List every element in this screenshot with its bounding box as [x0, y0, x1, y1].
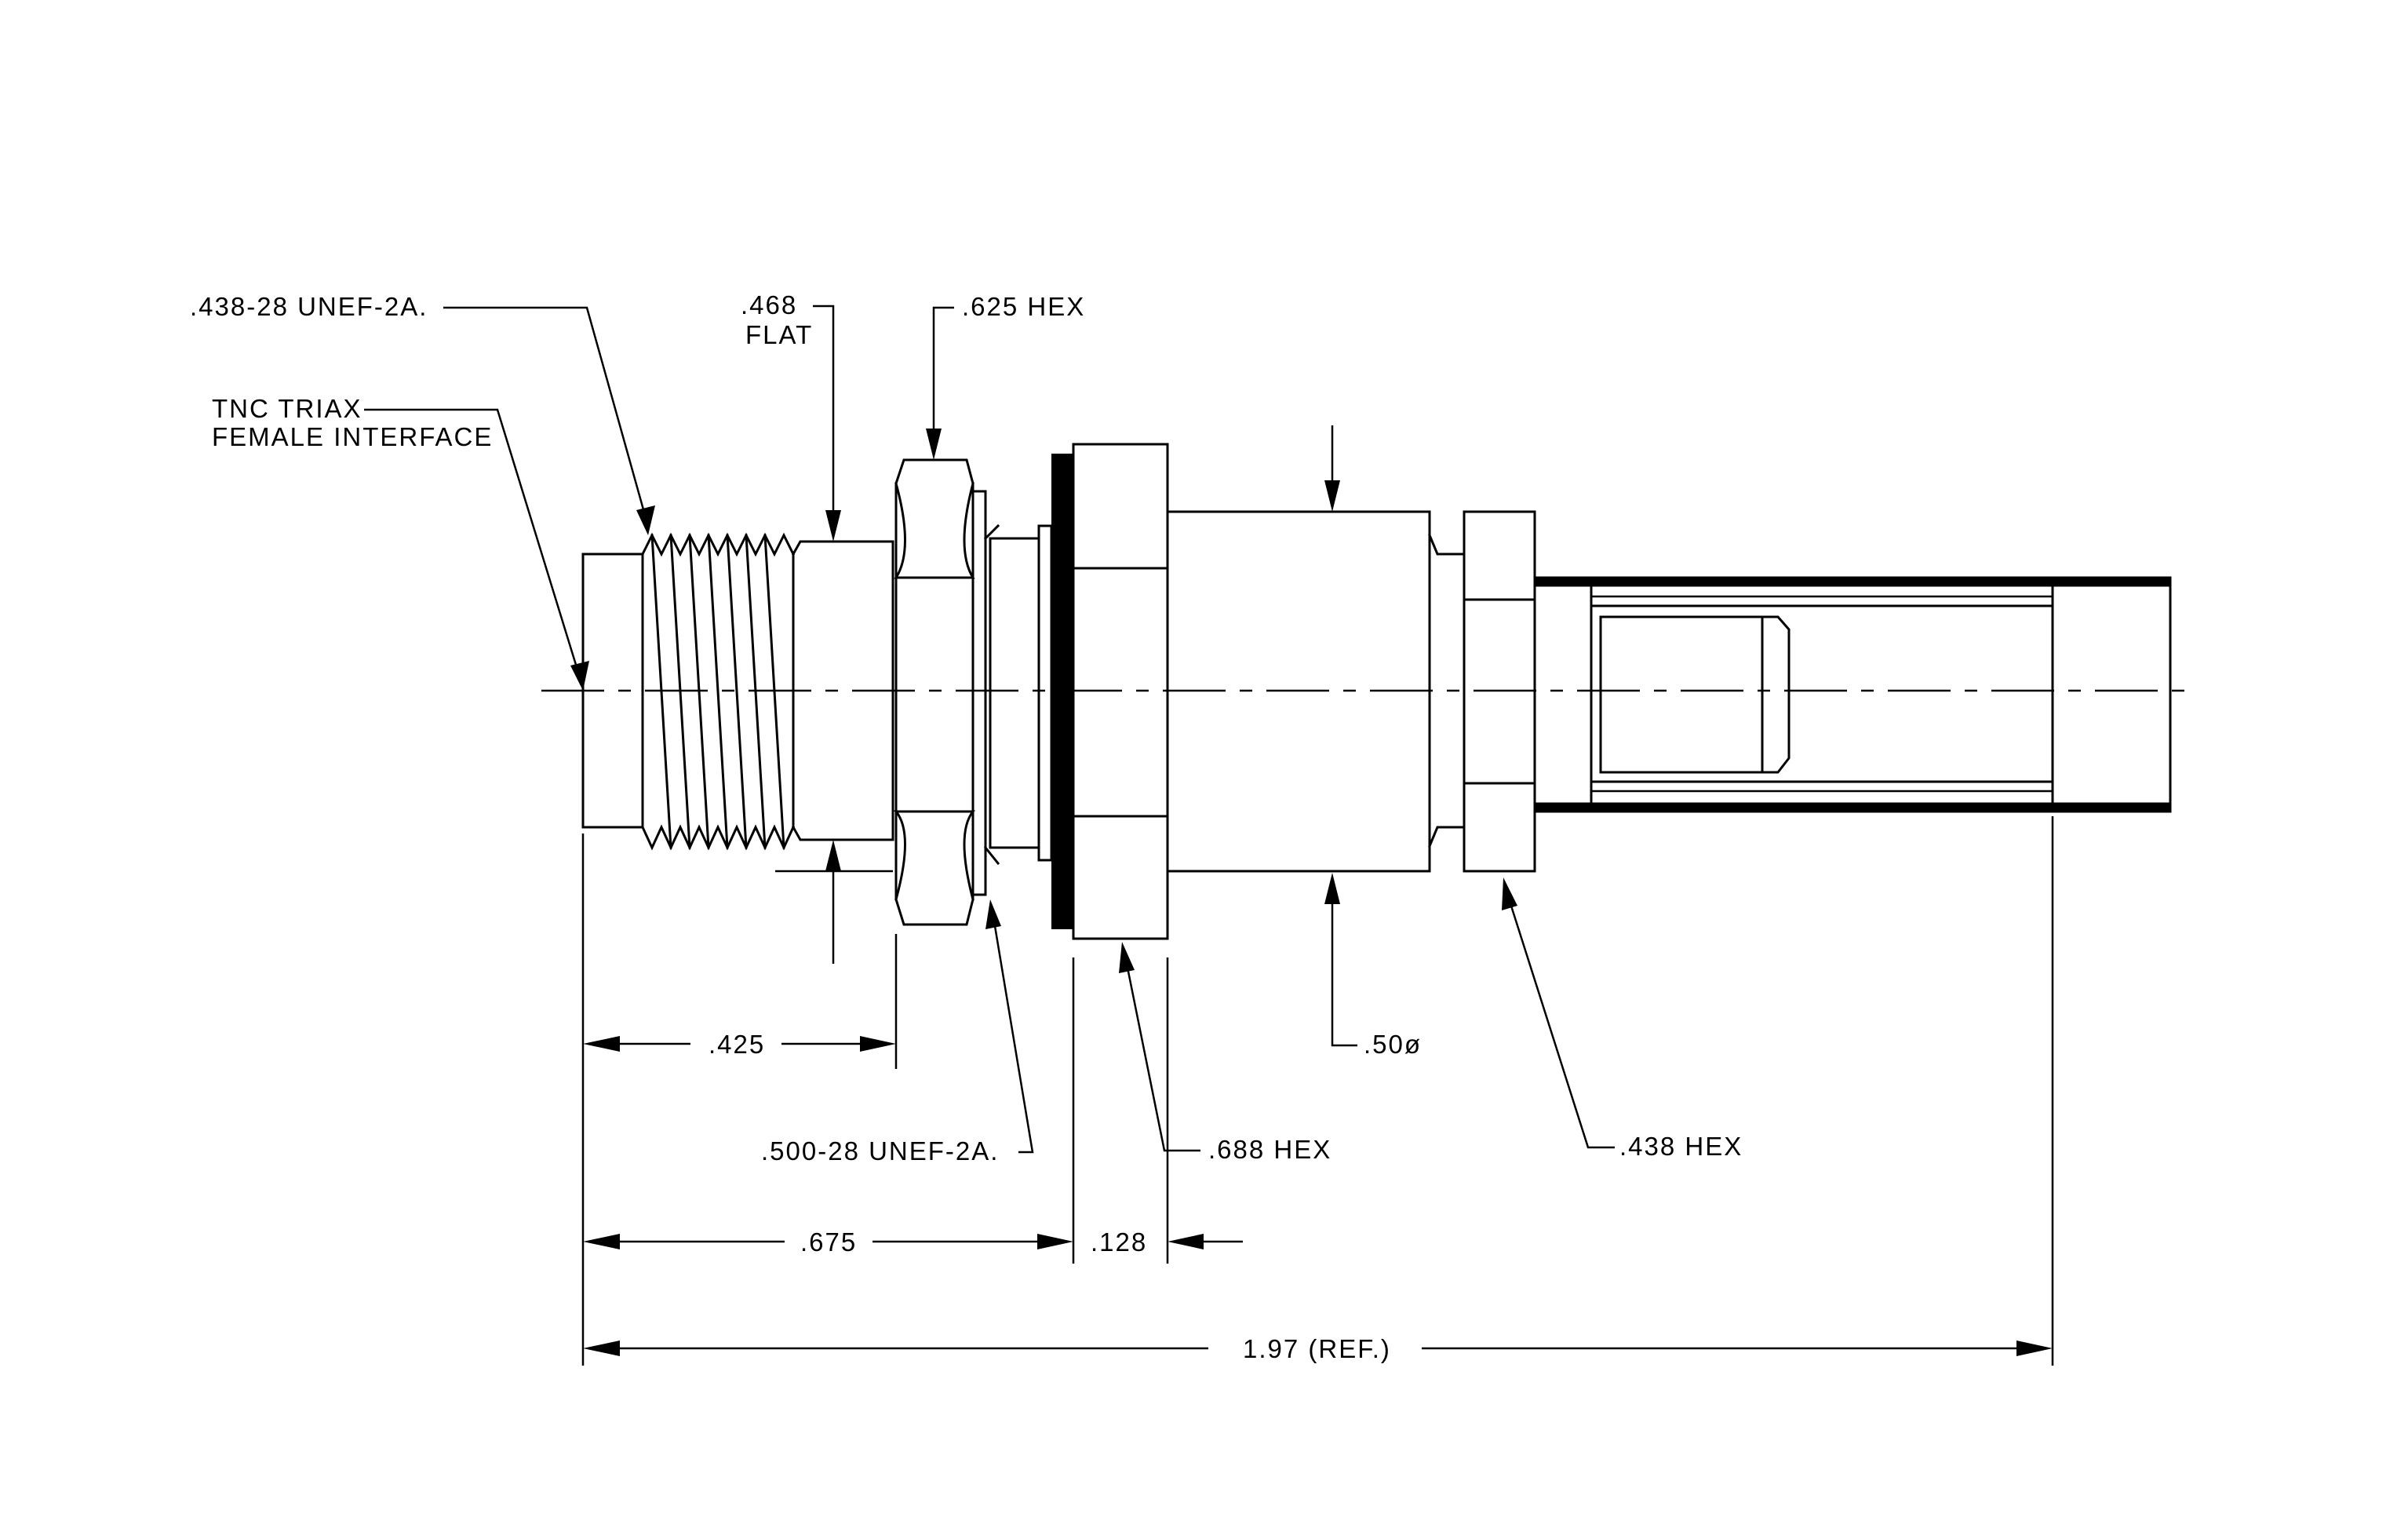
front-thread	[640, 532, 796, 851]
label-hex-688: .688 HEX	[1208, 1135, 1332, 1164]
dim-675	[583, 957, 1169, 1264]
rear-thread-collar	[989, 524, 1053, 862]
label-overall: 1.97 (REF.)	[1243, 1334, 1391, 1363]
leader-interface	[364, 408, 589, 691]
flat-body	[791, 540, 894, 841]
label-dim-675: .675	[800, 1227, 857, 1257]
leader-hex-688	[1119, 942, 1200, 1152]
cable-sleeve	[1535, 576, 2172, 813]
dim-overall	[583, 816, 2054, 1366]
label-thread-rear: .500-28 UNEF-2A.	[761, 1136, 999, 1165]
dim-flat	[775, 305, 893, 964]
label-interface-line2: FEMALE INTERFACE	[212, 422, 493, 451]
hex-nut-438	[1463, 510, 1536, 873]
label-dim-128: .128	[1091, 1227, 1147, 1257]
label-interface-line1: TNC TRIAX	[212, 394, 362, 423]
dim-dia-50	[1324, 425, 1357, 1047]
label-hex-438: .438 HEX	[1619, 1132, 1743, 1161]
leader-hex-438	[1502, 877, 1615, 1149]
label-dia-50: .50ø	[1364, 1030, 1422, 1059]
dim-425	[581, 833, 898, 1366]
label-dim-425: .425	[709, 1030, 765, 1059]
label-flat-value: .468	[741, 290, 797, 319]
label-hex-625: .625 HEX	[962, 292, 1085, 321]
leader-thread-front	[443, 306, 655, 535]
label-flat-word: FLAT	[745, 320, 813, 349]
hex-nut-625	[893, 458, 1000, 926]
leader-hex-625	[926, 306, 954, 460]
dim-128	[1168, 1234, 1243, 1249]
label-thread-front: .438-28 UNEF-2A.	[190, 292, 428, 321]
leader-thread-rear	[985, 899, 1034, 1154]
gasket	[1051, 454, 1073, 929]
